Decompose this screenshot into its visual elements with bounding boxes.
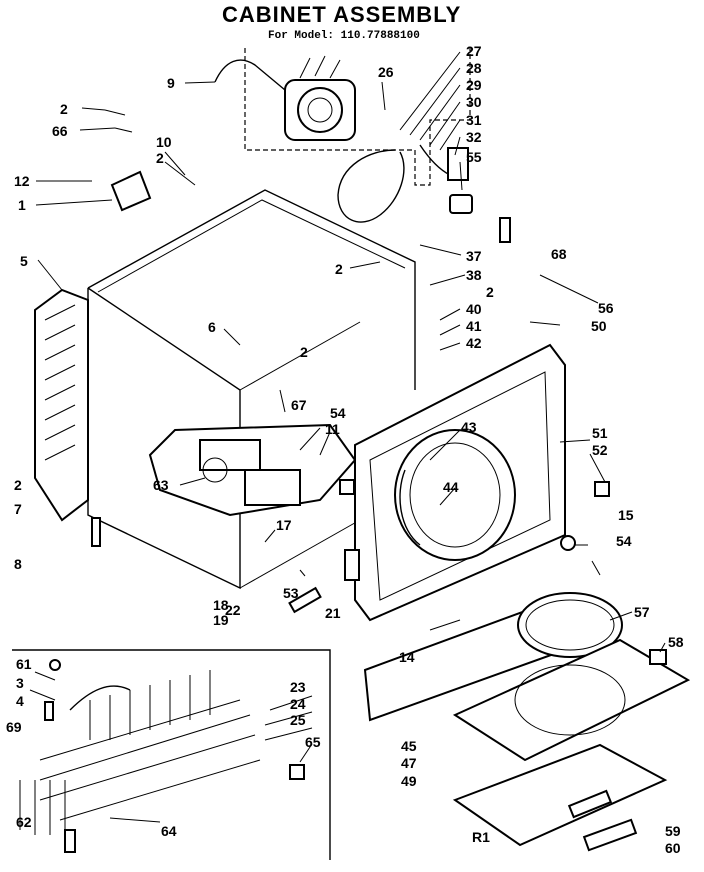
label-28: 28 — [466, 60, 482, 76]
label-7: 7 — [14, 501, 22, 517]
label-69: 69 — [6, 719, 22, 735]
bumper-15 — [560, 535, 576, 551]
label-67: 67 — [291, 397, 307, 413]
leveling-leg — [91, 517, 101, 547]
label-9: 9 — [167, 75, 175, 91]
label-27: 27 — [466, 43, 482, 59]
idler-spring — [419, 144, 451, 176]
label-37: 37 — [466, 248, 482, 264]
label-56: 56 — [598, 300, 614, 316]
label-29: 29 — [466, 77, 482, 93]
label-10: 10 — [156, 134, 172, 150]
label-2-b: 2 — [156, 150, 164, 166]
label-41: 41 — [466, 318, 482, 334]
label-47: 47 — [401, 755, 417, 771]
motor-enclosure — [244, 48, 471, 186]
label-51: 51 — [592, 425, 608, 441]
label-58: 58 — [668, 634, 684, 650]
door-inner-panel — [452, 743, 668, 852]
bracket-22 — [288, 586, 322, 614]
label-2-a: 2 — [60, 101, 68, 117]
footer-mark: R1 — [472, 829, 490, 845]
label-24: 24 — [290, 696, 306, 712]
label-68: 68 — [551, 246, 567, 262]
label-8: 8 — [14, 556, 22, 572]
label-17: 17 — [276, 517, 292, 533]
label-57: 57 — [634, 604, 650, 620]
label-15: 15 — [618, 507, 634, 523]
label-2-c: 2 — [335, 261, 343, 277]
heater-assembly — [148, 423, 357, 517]
label-43: 43 — [461, 419, 477, 435]
label-25: 25 — [290, 712, 306, 728]
label-22: 22 — [225, 602, 241, 618]
connector-62 — [64, 829, 76, 853]
leader-lines — [29, 51, 666, 823]
motor — [214, 55, 356, 141]
label-49: 49 — [401, 773, 417, 789]
door-opening — [394, 429, 516, 561]
label-4: 4 — [16, 693, 24, 709]
label-19: 19 — [213, 612, 229, 628]
label-63: 63 — [153, 477, 169, 493]
fuse-69 — [44, 701, 54, 721]
thermostat-65 — [289, 764, 305, 780]
top-bracket — [110, 170, 152, 212]
label-31: 31 — [466, 112, 482, 128]
label-64: 64 — [161, 823, 177, 839]
drive-belt — [337, 149, 405, 223]
label-18: 18 — [213, 597, 229, 613]
label-54-b: 54 — [616, 533, 632, 549]
label-32: 32 — [466, 129, 482, 145]
label-53: 53 — [283, 585, 299, 601]
label-12: 12 — [14, 173, 30, 189]
label-21: 21 — [325, 605, 341, 621]
label-59: 59 — [665, 823, 681, 839]
label-38: 38 — [466, 267, 482, 283]
label-40: 40 — [466, 301, 482, 317]
label-2-e: 2 — [486, 284, 494, 300]
bracket-21 — [344, 549, 360, 581]
label-30: 30 — [466, 94, 482, 110]
idler-pulley — [449, 194, 473, 214]
hinge-58 — [649, 649, 667, 665]
label-14: 14 — [399, 649, 415, 665]
door-panel — [452, 638, 691, 762]
label-54-a: 54 — [330, 405, 346, 421]
latch-52 — [594, 481, 610, 497]
label-50: 50 — [591, 318, 607, 334]
label-1: 1 — [18, 197, 26, 213]
label-62: 62 — [16, 814, 32, 830]
label-61: 61 — [16, 656, 32, 672]
clip-68 — [499, 217, 511, 243]
label-3: 3 — [16, 675, 24, 691]
label-6: 6 — [208, 319, 216, 335]
back-panel — [34, 288, 89, 522]
label-44: 44 — [443, 479, 459, 495]
label-26: 26 — [378, 64, 394, 80]
screw-61 — [49, 659, 61, 671]
idler-bracket — [447, 147, 469, 181]
diagram-title: CABINET ASSEMBLY — [222, 2, 462, 27]
label-52: 52 — [592, 442, 608, 458]
label-66: 66 — [52, 123, 68, 139]
label-45: 45 — [401, 738, 417, 754]
label-5: 5 — [20, 253, 28, 269]
label-60: 60 — [665, 840, 681, 856]
wiring-harness-inset — [12, 649, 331, 860]
label-55: 55 — [466, 149, 482, 165]
label-42: 42 — [466, 335, 482, 351]
door-gasket — [517, 592, 623, 658]
model-subtitle: For Model: 110.77888100 — [268, 30, 420, 42]
label-23: 23 — [290, 679, 306, 695]
label-2-f: 2 — [14, 477, 22, 493]
switch-54 — [339, 479, 355, 495]
label-65: 65 — [305, 734, 321, 750]
label-2-d: 2 — [300, 344, 308, 360]
part-labels: 9 2 66 10 2 12 1 5 6 2 2 26 27 28 29 30 … — [6, 43, 684, 856]
front-panel — [354, 343, 566, 622]
label-11: 11 — [325, 421, 340, 437]
